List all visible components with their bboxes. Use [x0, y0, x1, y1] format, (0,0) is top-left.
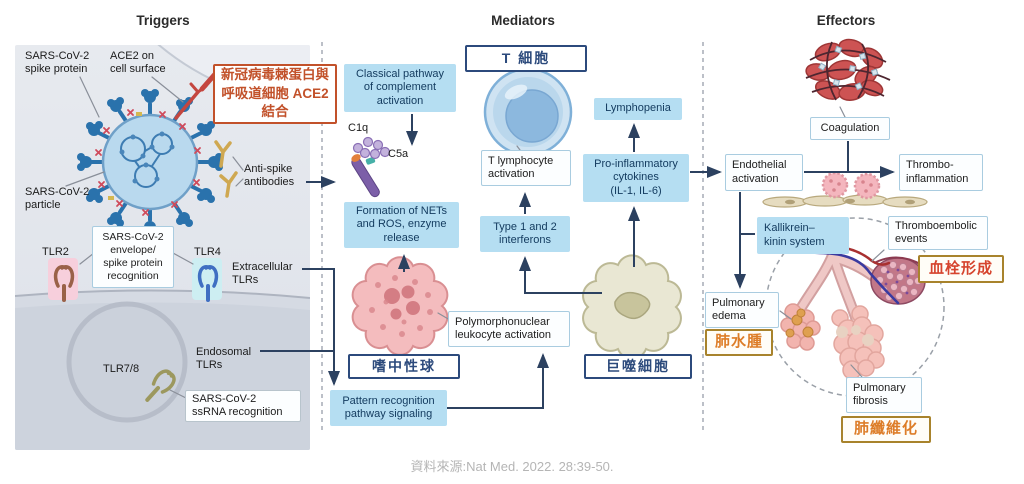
macrophage-zh-box: 巨噬細胞 — [584, 354, 692, 379]
pmn-activation-box: Polymorphonuclear leukocyte activation — [448, 311, 570, 347]
pulmonary-edema-box: Pulmonary edema — [705, 292, 779, 328]
neutrophil-illustration — [351, 256, 449, 356]
tlr78-label: TLR7/8 — [103, 363, 140, 375]
thromboembolic-cluster — [870, 256, 926, 305]
label-pointer-lines — [65, 76, 885, 399]
pattern-recognition-box: Pattern recognition pathway signaling — [330, 390, 447, 426]
c5a-label: C5a — [388, 148, 409, 160]
kallikrein-kinin-box: Kallikrein– kinin system — [757, 217, 849, 254]
thromboembolic-events-box: Thromboembolic events — [888, 216, 988, 250]
fibrosis-alveoli-cluster — [831, 305, 885, 380]
anti-spike-antibody-icons — [214, 140, 238, 198]
fibrosis-zh-box: 肺纖維化 — [841, 416, 931, 443]
c1q-label: C1q — [348, 122, 369, 134]
envelope-recognition-box: SARS-CoV-2 envelope/ spike protein recog… — [92, 226, 174, 288]
interferons-box: Type 1 and 2 interferons — [480, 216, 570, 252]
tlr2-label: TLR2 — [42, 246, 69, 258]
endosome — [66, 301, 188, 423]
neutrophil-zh-box: 嗜中性球 — [348, 354, 460, 379]
tlr4-label: TLR4 — [194, 246, 221, 258]
macrophage-illustration — [582, 254, 682, 360]
membrane-proteins — [95, 109, 201, 216]
tlr2-receptor — [48, 258, 78, 302]
blood-clot-illustration — [805, 38, 891, 101]
cytokines-box: Pro-inflammatory cytokines (IL-1, IL-6) — [583, 154, 689, 202]
edema-alveoli-cluster — [780, 303, 821, 351]
c1q-complement-icon — [351, 136, 391, 198]
zh-spike-ace2-note: 新冠病毒棘蛋白與呼吸道細胞 ACE2 結合 — [213, 64, 337, 124]
spike-protein-label: SARS-CoV-2 spike protein — [25, 50, 90, 76]
tlr4-receptor — [192, 258, 222, 302]
inflammatory-cells — [821, 171, 881, 200]
thromboinflammation-box: Thrombo- inflammation — [899, 154, 983, 191]
source-note: 資料來源:Nat Med. 2022. 28:39-50. — [410, 459, 614, 474]
endosomal-tlrs-label: Endosomal TLRs — [196, 346, 252, 372]
tlr78-receptor — [145, 369, 176, 402]
particle-label: SARS-CoV-2 particle — [25, 186, 90, 212]
endothelial-activation-box: Endothelial activation — [725, 154, 803, 191]
pathway-arrows — [260, 114, 895, 409]
lymphopenia-box: Lymphopenia — [594, 98, 682, 120]
t-cell-zh-box: T 細胞 — [465, 45, 587, 72]
effectors-heading: Effectors — [816, 13, 876, 28]
thrombosis-zh-box: 血栓形成 — [918, 255, 1004, 283]
t-cell-illustration — [483, 67, 573, 157]
t-lymphocyte-box: T lymphocyte activation — [481, 150, 571, 186]
mediators-heading: Mediators — [491, 13, 555, 28]
complement-activation-box: Classical pathway of complement activati… — [344, 64, 456, 112]
nets-ros-box: Formation of NETs and ROS, enzyme releas… — [344, 202, 459, 248]
endothelium-illustration — [762, 171, 928, 208]
ssrna-recognition-box: SARS-CoV-2 ssRNA recognition — [185, 390, 301, 422]
ace2-label: ACE2 on cell surface — [110, 50, 166, 76]
anti-spike-label: Anti-spike antibodies — [244, 163, 295, 189]
pulmonary-fibrosis-box: Pulmonary fibrosis — [846, 377, 922, 413]
coagulation-box: Coagulation — [810, 117, 890, 140]
extracellular-tlrs-label: Extracellular TLRs — [232, 261, 293, 287]
triggers-heading: Triggers — [136, 13, 190, 28]
edema-zh-box: 肺水腫 — [705, 329, 773, 356]
